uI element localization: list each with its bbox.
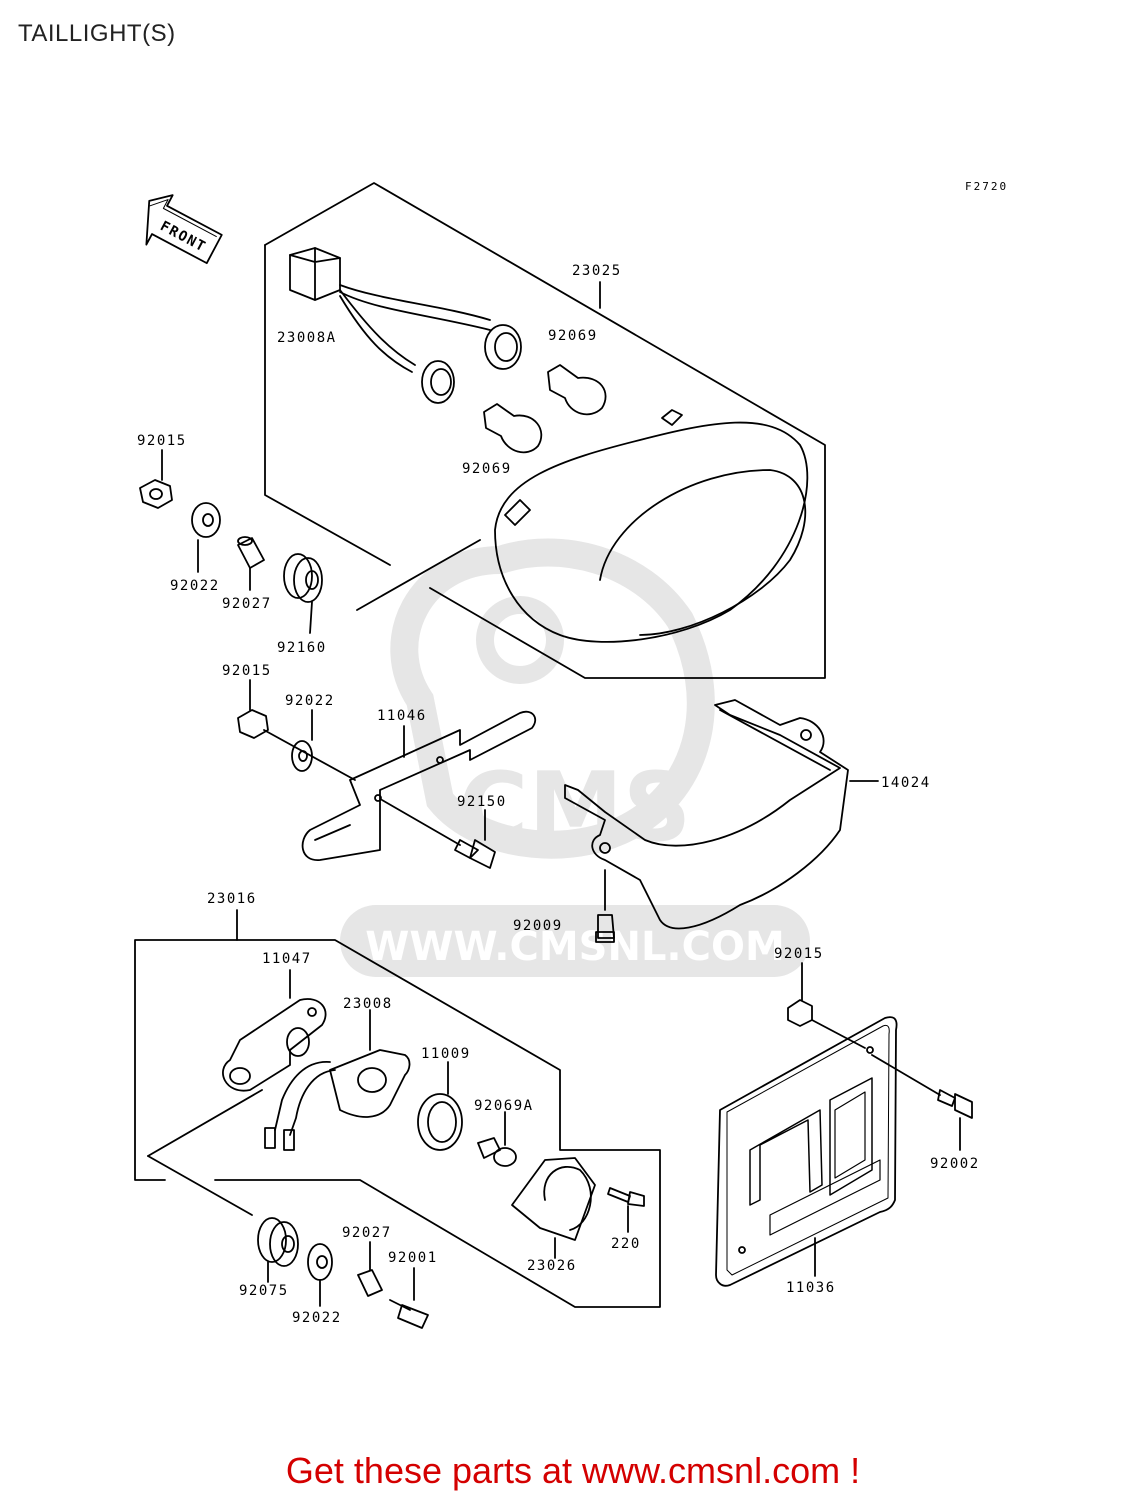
part-label-92002: 92002: [930, 1156, 980, 1172]
part-label-23008: 23008: [343, 996, 393, 1012]
bracket-11046: [301, 710, 537, 861]
bulb-92069-bottom: [483, 403, 543, 454]
part-label-92015-c: 92015: [774, 946, 824, 962]
part-label-92027-a: 92027: [222, 596, 272, 612]
footer-link[interactable]: Get these parts at www.cmsnl.com !: [285, 1450, 861, 1491]
bolt-92150: [381, 799, 496, 869]
part-label-11009: 11009: [421, 1046, 471, 1062]
part-label-11036: 11036: [786, 1280, 836, 1296]
part-label-23008a: 23008A: [277, 330, 337, 346]
bulb-92069a: [477, 1111, 517, 1167]
part-label-92075: 92075: [239, 1283, 289, 1299]
nut-92015-b: [237, 709, 269, 739]
part-label-92022-b: 92022: [285, 693, 335, 709]
part-label-92022-c: 92022: [292, 1310, 342, 1326]
part-label-92150: 92150: [457, 794, 507, 810]
license-bracket-11036: [715, 1016, 898, 1287]
part-label-11046: 11046: [377, 708, 427, 724]
washer-92022-a: [191, 502, 221, 538]
part-label-92160: 92160: [277, 640, 327, 656]
washer-92022-b: [291, 740, 313, 772]
bulb-92069-top: [547, 364, 607, 416]
watermark-brand: CMS: [459, 753, 692, 863]
part-label-92015-b: 92015: [222, 663, 272, 679]
part-label-220: 220: [611, 1236, 641, 1252]
socket-23008: [264, 1009, 411, 1151]
collar-92027-a: [237, 537, 265, 569]
collar-92027-b: [357, 1269, 383, 1297]
part-label-92015-a: 92015: [137, 433, 187, 449]
bolt-92001: [389, 1267, 429, 1329]
harness-23008a: [289, 247, 522, 404]
screw-220: [607, 1187, 645, 1233]
grommet-92160: [283, 553, 323, 634]
part-label-14024: 14024: [881, 775, 931, 791]
part-label-23026: 23026: [527, 1258, 577, 1274]
part-label-11047: 11047: [262, 951, 312, 967]
nut-92015-a: [139, 479, 173, 509]
screw-92009: [595, 869, 615, 943]
grommet-92075: [257, 1217, 299, 1283]
assembly-frame-23025: [264, 182, 826, 679]
front-arrow-icon: [145, 194, 223, 265]
exploded-parts-diagram: CMS WWW.CMSNL.COM FRONT: [134, 180, 1008, 1329]
part-label-92069-top: 92069: [548, 328, 598, 344]
reflector-14024: [564, 699, 879, 930]
gasket-11009: [417, 1093, 463, 1151]
part-label-23025: 23025: [572, 263, 622, 279]
cms-watermark: CMS WWW.CMSNL.COM: [340, 538, 810, 977]
part-label-23016: 23016: [207, 891, 257, 907]
part-label-92069a: 92069A: [474, 1098, 534, 1114]
bolt-92002: [871, 1054, 973, 1151]
bracket-11047: [222, 969, 327, 1092]
lens-23026: [511, 1157, 596, 1259]
part-label-92022-a: 92022: [170, 578, 220, 594]
nut-92015-c: [787, 999, 813, 1027]
watermark-url: WWW.CMSNL.COM: [365, 924, 785, 970]
washer-92022-c: [307, 1243, 333, 1281]
page-title: TAILLIGHT(S): [18, 20, 176, 47]
part-label-92069-bottom: 92069: [462, 461, 512, 477]
taillight-lens: [494, 409, 809, 643]
part-label-92001: 92001: [388, 1250, 438, 1266]
part-label-92009: 92009: [513, 918, 563, 934]
assembly-frame-23016: [134, 909, 238, 1181]
figure-code: F2720: [965, 180, 1008, 193]
part-label-92027-b: 92027: [342, 1225, 392, 1241]
